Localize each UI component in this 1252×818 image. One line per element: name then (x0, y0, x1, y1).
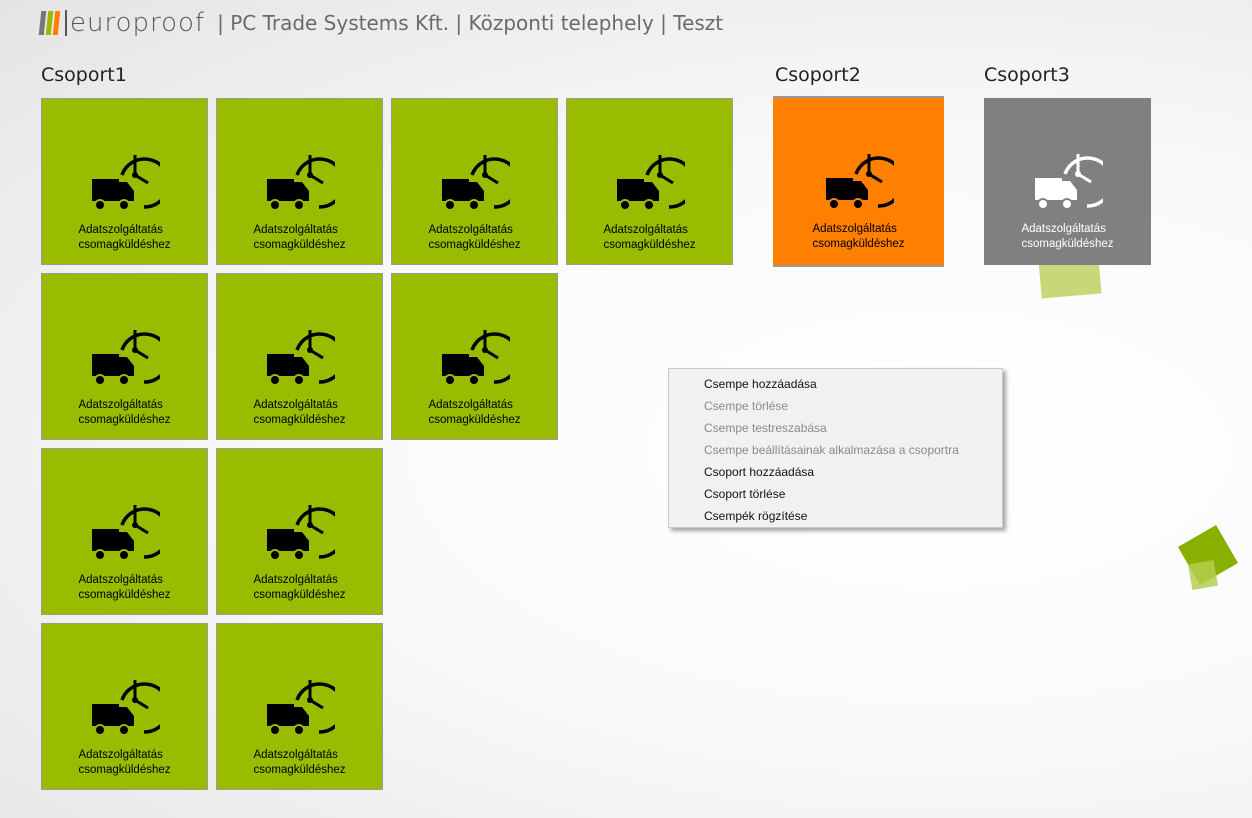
group-title-csoport3: Csoport3 (984, 64, 1070, 86)
tile-label-line2: csomagküldéshez (253, 589, 346, 601)
group-title-csoport2: Csoport2 (775, 64, 861, 86)
tile-label-line1: Adatszolgáltatás (428, 399, 513, 411)
tile-label-line2: csomagküldéshez (78, 764, 171, 776)
tile-label-line2: csomagküldéshez (253, 239, 346, 251)
tile-label-line1: Adatszolgáltatás (253, 749, 338, 761)
tile-adatszolgaltatas[interactable]: Adatszolgáltatás csomagküldéshez (216, 273, 383, 440)
tile-adatszolgaltatas[interactable]: Adatszolgáltatás csomagküldéshez (391, 273, 558, 440)
tile-label-line1: Adatszolgáltatás (253, 574, 338, 586)
delivery-clock-icon (616, 155, 685, 211)
context-menu-item[interactable]: Csempe testreszabása (704, 421, 827, 435)
tile-label-line1: Adatszolgáltatás (428, 224, 513, 236)
delivery-clock-icon (91, 330, 160, 386)
tile-label-line1: Adatszolgáltatás (1021, 223, 1106, 235)
tile-label-line1: Adatszolgáltatás (78, 399, 163, 411)
tile-label-line2: csomagküldéshez (78, 589, 171, 601)
tile-label-line2: csomagküldéshez (253, 764, 346, 776)
context-menu-item[interactable]: Csempe hozzáadása (704, 377, 817, 391)
context-menu-item[interactable]: Csoport törlése (704, 487, 786, 501)
tile-label-line2: csomagküldéshez (253, 414, 346, 426)
tile-adatszolgaltatas[interactable]: Adatszolgáltatás csomagküldéshez (41, 448, 208, 615)
tile-adatszolgaltatas[interactable]: Adatszolgáltatás csomagküldéshez (216, 98, 383, 265)
delivery-clock-icon (91, 680, 160, 736)
tile-label-line1: Adatszolgáltatás (78, 224, 163, 236)
context-menu-item[interactable]: Csoport hozzáadása (704, 465, 815, 479)
tile-label-line1: Adatszolgáltatás (78, 574, 163, 586)
tile-label-line2: csomagküldéshez (78, 414, 171, 426)
context-menu-item[interactable]: Csempe törlése (704, 399, 789, 413)
delivery-clock-icon (266, 680, 335, 736)
delivery-clock-icon (825, 154, 894, 210)
tile-label-line1: Adatszolgáltatás (253, 399, 338, 411)
page-title: | PC Trade Systems Kft. | Központi telep… (217, 11, 724, 35)
tile-label-line1: Adatszolgáltatás (78, 749, 163, 761)
tile-adatszolgaltatas[interactable]: Adatszolgáltatás csomagküldéshez (41, 98, 208, 265)
tile-label-line2: csomagküldéshez (78, 239, 171, 251)
tile-label-line1: Adatszolgáltatás (812, 223, 897, 235)
decorative-square (1187, 559, 1219, 591)
tile-label-line2: csomagküldéshez (428, 414, 521, 426)
tile-label-line1: Adatszolgáltatás (253, 224, 338, 236)
delivery-clock-icon (1034, 154, 1103, 210)
delivery-clock-icon (266, 505, 335, 561)
delivery-clock-icon (266, 330, 335, 386)
tile-label-line1: Adatszolgáltatás (603, 224, 688, 236)
logo-text: europroof (65, 10, 205, 36)
tile-adatszolgaltatas[interactable]: Adatszolgáltatás csomagküldéshez (773, 96, 944, 267)
delivery-clock-icon (91, 155, 160, 211)
header: europroof | PC Trade Systems Kft. | Közp… (38, 6, 724, 40)
tile-label-line2: csomagküldéshez (603, 239, 696, 251)
tile-adatszolgaltatas[interactable]: Adatszolgáltatás csomagküldéshez (984, 98, 1151, 265)
tile-adatszolgaltatas[interactable]: Adatszolgáltatás csomagküldéshez (566, 98, 733, 265)
tile-adatszolgaltatas[interactable]: Adatszolgáltatás csomagküldéshez (391, 98, 558, 265)
context-menu-item[interactable]: Csempe beállításainak alkalmazása a csop… (704, 443, 959, 457)
tile-label-line2: csomagküldéshez (812, 238, 905, 250)
tile-label-line2: csomagküldéshez (428, 239, 521, 251)
group-title-csoport1: Csoport1 (41, 64, 127, 86)
tile-adatszolgaltatas[interactable]: Adatszolgáltatás csomagküldéshez (41, 623, 208, 790)
tile-adatszolgaltatas[interactable]: Adatszolgáltatás csomagküldéshez (216, 448, 383, 615)
tile-adatszolgaltatas[interactable]: Adatszolgáltatás csomagküldéshez (41, 273, 208, 440)
delivery-clock-icon (91, 505, 160, 561)
delivery-clock-icon (441, 155, 510, 211)
delivery-clock-icon (441, 330, 510, 386)
tile-adatszolgaltatas[interactable]: Adatszolgáltatás csomagküldéshez (216, 623, 383, 790)
delivery-clock-icon (266, 155, 335, 211)
tile-label-line2: csomagküldéshez (1021, 238, 1114, 250)
context-menu-item[interactable]: Csempék rögzítése (704, 509, 808, 523)
europroof-logo: europroof (38, 8, 205, 38)
